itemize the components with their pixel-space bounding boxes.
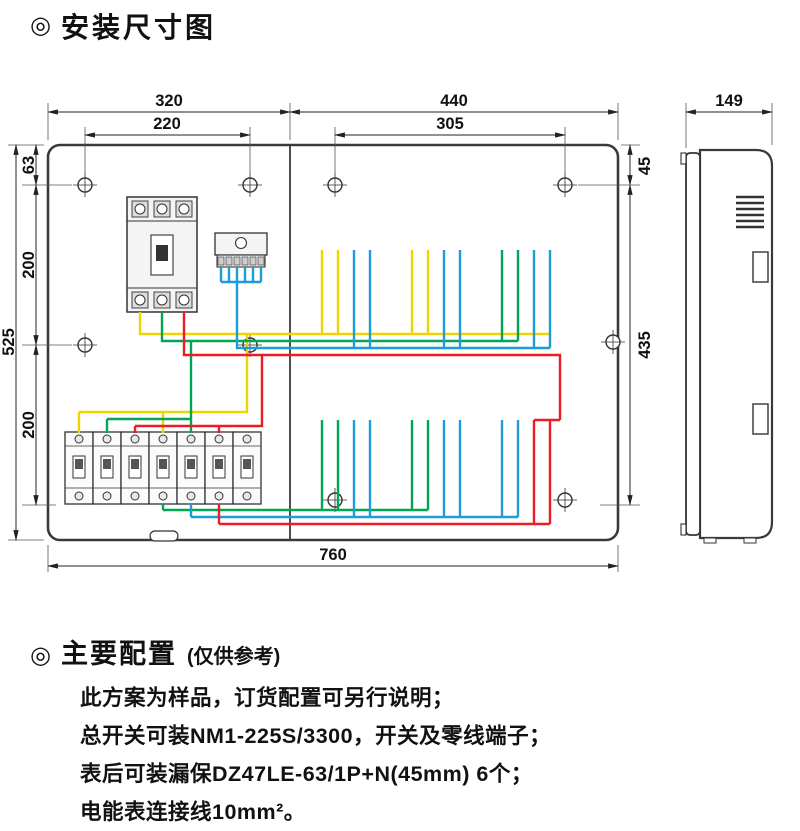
installation-dimension-drawing: 320 220 440 305 149 <box>0 92 774 572</box>
vent-slots <box>736 195 764 229</box>
wires-green <box>105 250 520 512</box>
side-body-outline <box>698 148 774 540</box>
side-view <box>680 148 774 544</box>
dim-front-top-left-inner: 220 <box>83 115 252 176</box>
dim-label: 435 <box>636 331 654 359</box>
din-breaker-module <box>232 431 262 505</box>
main-breaker <box>126 196 198 313</box>
wires-blue <box>189 250 552 519</box>
page-header: ◎ 安装尺寸图 <box>30 6 216 46</box>
double-circle-icon: ◎ <box>30 12 51 39</box>
dim-left-lower: 200 <box>20 343 39 507</box>
dim-label: 220 <box>153 115 181 133</box>
dim-label: 320 <box>155 92 183 110</box>
dim-right-main: 435 <box>627 183 654 507</box>
dim-label: 63 <box>20 156 38 174</box>
dim-right-top: 45 <box>627 143 654 187</box>
config-section: ◎ 主要配置 (仅供参考) 此方案为样品，订货配置可另行说明； 总开关可装NM1… <box>30 632 770 831</box>
foot <box>743 537 757 544</box>
dim-label: 45 <box>636 157 654 175</box>
double-circle-icon: ◎ <box>30 642 51 669</box>
foot <box>703 537 717 544</box>
dim-label: 305 <box>436 115 464 133</box>
config-line: 此方案为样品，订货配置可另行说明； <box>80 686 455 710</box>
neutral-terminal-block <box>214 232 268 268</box>
dim-left-upper: 200 <box>20 183 39 347</box>
dim-front-top-right-inner: 305 <box>333 115 567 176</box>
config-line: 表后可装漏保DZ47LE-63/1P+N(45mm) 6个； <box>80 762 533 786</box>
page-title: 安装尺寸图 <box>60 12 216 43</box>
wires-red <box>133 312 562 526</box>
dim-front-top-right: 440 <box>288 92 620 140</box>
config-heading: 主要配置 <box>60 639 177 669</box>
din-breaker-module <box>120 431 150 505</box>
config-line: 总开关可装NM1-225S/3300，开关及零线端子； <box>80 724 552 748</box>
config-line: 电能表连接线10mm²。 <box>80 800 306 824</box>
hinge-top <box>680 152 687 165</box>
side-door-panel <box>685 152 701 536</box>
dim-side-width: 149 <box>684 92 774 148</box>
dim-label: 200 <box>20 411 38 439</box>
mounting-clip <box>752 403 769 435</box>
latch <box>149 530 179 542</box>
config-lines: 此方案为样品，订货配置可另行说明； 总开关可装NM1-225S/3300，开关及… <box>80 679 770 831</box>
config-heading-note: (仅供参考) <box>186 646 281 668</box>
dim-label: 760 <box>319 546 347 564</box>
dim-front-top-left: 320 <box>46 92 292 140</box>
dim-label: 200 <box>20 251 38 279</box>
dim-label: 525 <box>0 328 18 356</box>
dim-label: 149 <box>715 92 743 110</box>
din-breaker-module <box>148 431 178 505</box>
din-breaker-row <box>64 431 262 505</box>
wires-yellow <box>77 250 550 433</box>
dim-left-total: 525 <box>0 143 19 542</box>
config-heading-row: ◎ 主要配置 (仅供参考) <box>30 632 770 671</box>
front-view <box>46 143 626 542</box>
hinge-bottom <box>680 523 687 536</box>
dim-label: 440 <box>440 92 468 110</box>
din-breaker-module <box>176 431 206 505</box>
din-breaker-module <box>92 431 122 505</box>
din-breaker-module <box>204 431 234 505</box>
breaker-toggle <box>156 245 168 261</box>
din-breaker-module <box>64 431 94 505</box>
mounting-clip <box>752 251 769 283</box>
dim-left-top: 63 <box>20 143 39 187</box>
dimensions: 320 220 440 305 149 <box>0 92 774 572</box>
dim-bottom-total: 760 <box>46 545 620 572</box>
